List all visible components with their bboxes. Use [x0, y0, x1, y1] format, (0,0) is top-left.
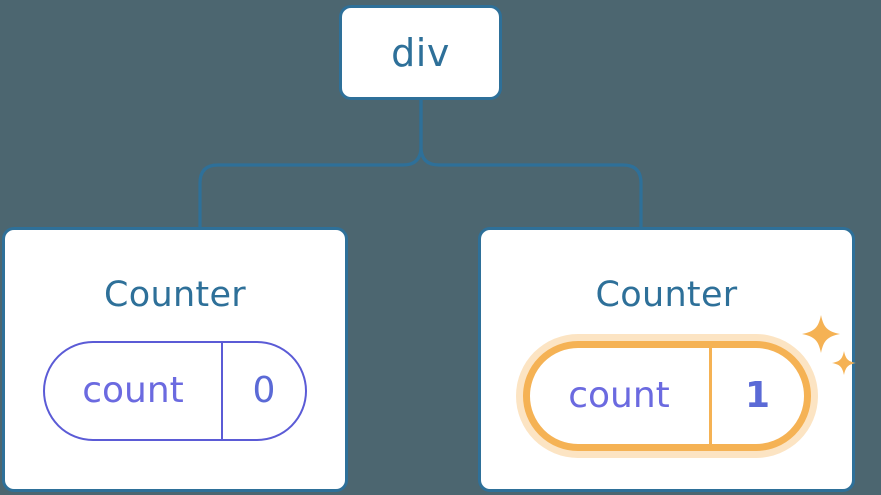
- state-pill-wrapper-right: count 1: [522, 315, 856, 451]
- state-pill-key-cell-right: count: [530, 348, 712, 444]
- state-pill-value-cell-right: 1: [712, 348, 804, 444]
- state-value-label-left: 0: [252, 370, 276, 411]
- state-pill-value-cell-left: 0: [223, 343, 305, 439]
- tree-node-counter-right[interactable]: Counter count 1: [478, 227, 856, 492]
- counter-title-right: Counter: [595, 275, 738, 315]
- connector-left-branch: [198, 98, 423, 229]
- tree-node-root[interactable]: div: [339, 5, 502, 100]
- root-node-label: div: [391, 30, 450, 75]
- counter-title-left: Counter: [104, 275, 246, 315]
- sparkle-large-icon: [801, 315, 840, 353]
- sparkle-small-icon: [831, 351, 856, 375]
- state-pill-left[interactable]: count 0: [43, 341, 307, 441]
- connector-right-branch: [419, 98, 643, 229]
- state-pill-right[interactable]: count 1: [522, 341, 811, 451]
- state-key-label-left: count: [82, 370, 184, 411]
- state-pill-key-cell-left: count: [45, 343, 223, 439]
- state-pill-wrapper-left: count 0: [43, 341, 307, 441]
- state-value-label-right: 1: [744, 375, 771, 416]
- tree-node-counter-left[interactable]: Counter count 0: [2, 227, 348, 492]
- state-key-label-right: count: [568, 375, 670, 416]
